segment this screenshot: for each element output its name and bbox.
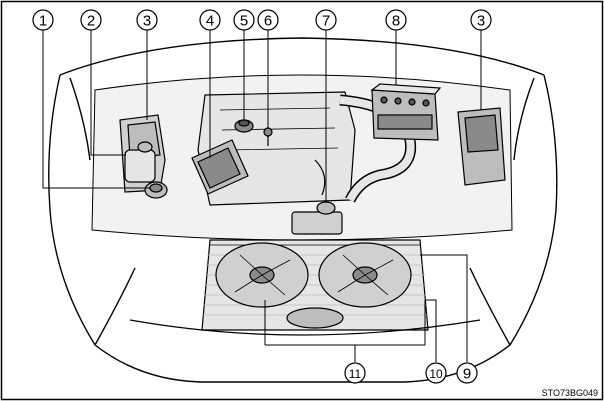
callout-5: 5	[233, 9, 255, 31]
air-cleaner	[191, 139, 249, 195]
leader-9	[420, 254, 468, 362]
callout-6-label: 6	[264, 13, 272, 30]
washer-fluid-cap	[144, 181, 168, 199]
hood-outline	[48, 37, 558, 383]
callout-8-label: 8	[392, 13, 400, 30]
callout-2-label: 2	[87, 13, 95, 30]
leader-lines	[42, 30, 482, 362]
callout-5-label: 5	[240, 13, 248, 30]
callout-6: 6	[257, 9, 279, 31]
callout-7-label: 7	[322, 13, 330, 30]
battery	[370, 83, 442, 141]
callout-4-label: 4	[206, 13, 214, 30]
callout-3b-label: 3	[477, 13, 485, 30]
callout-10: 10	[425, 362, 447, 384]
figure-code: STO73BG049	[542, 388, 598, 398]
callout-3a-label: 3	[143, 13, 151, 30]
callout-3b: 3	[470, 9, 492, 31]
callout-2: 2	[80, 9, 102, 31]
callout-8: 8	[385, 9, 407, 31]
callout-3a: 3	[136, 9, 158, 31]
callout-1: 1	[32, 9, 54, 31]
callout-9: 9	[456, 362, 478, 384]
leader-2	[90, 30, 126, 156]
oil-dipstick	[263, 127, 273, 146]
leader-11	[264, 300, 426, 362]
oil-filler-cap	[234, 119, 254, 133]
callout-11: 11	[344, 362, 366, 384]
callout-10-label: 10	[429, 367, 443, 381]
leader-1	[42, 30, 150, 189]
callout-11-label: 11	[349, 367, 362, 381]
brake-fluid-reservoir	[124, 141, 156, 183]
radiator	[201, 239, 429, 331]
coolant-reservoir	[291, 201, 343, 235]
callout-4: 4	[199, 9, 221, 31]
bumper-line	[129, 319, 481, 336]
callout-1-label: 1	[39, 13, 47, 30]
callout-7: 7	[315, 9, 337, 31]
callout-9-label: 9	[463, 366, 471, 383]
right-fuse-box	[457, 107, 506, 186]
leader-10	[426, 299, 437, 362]
